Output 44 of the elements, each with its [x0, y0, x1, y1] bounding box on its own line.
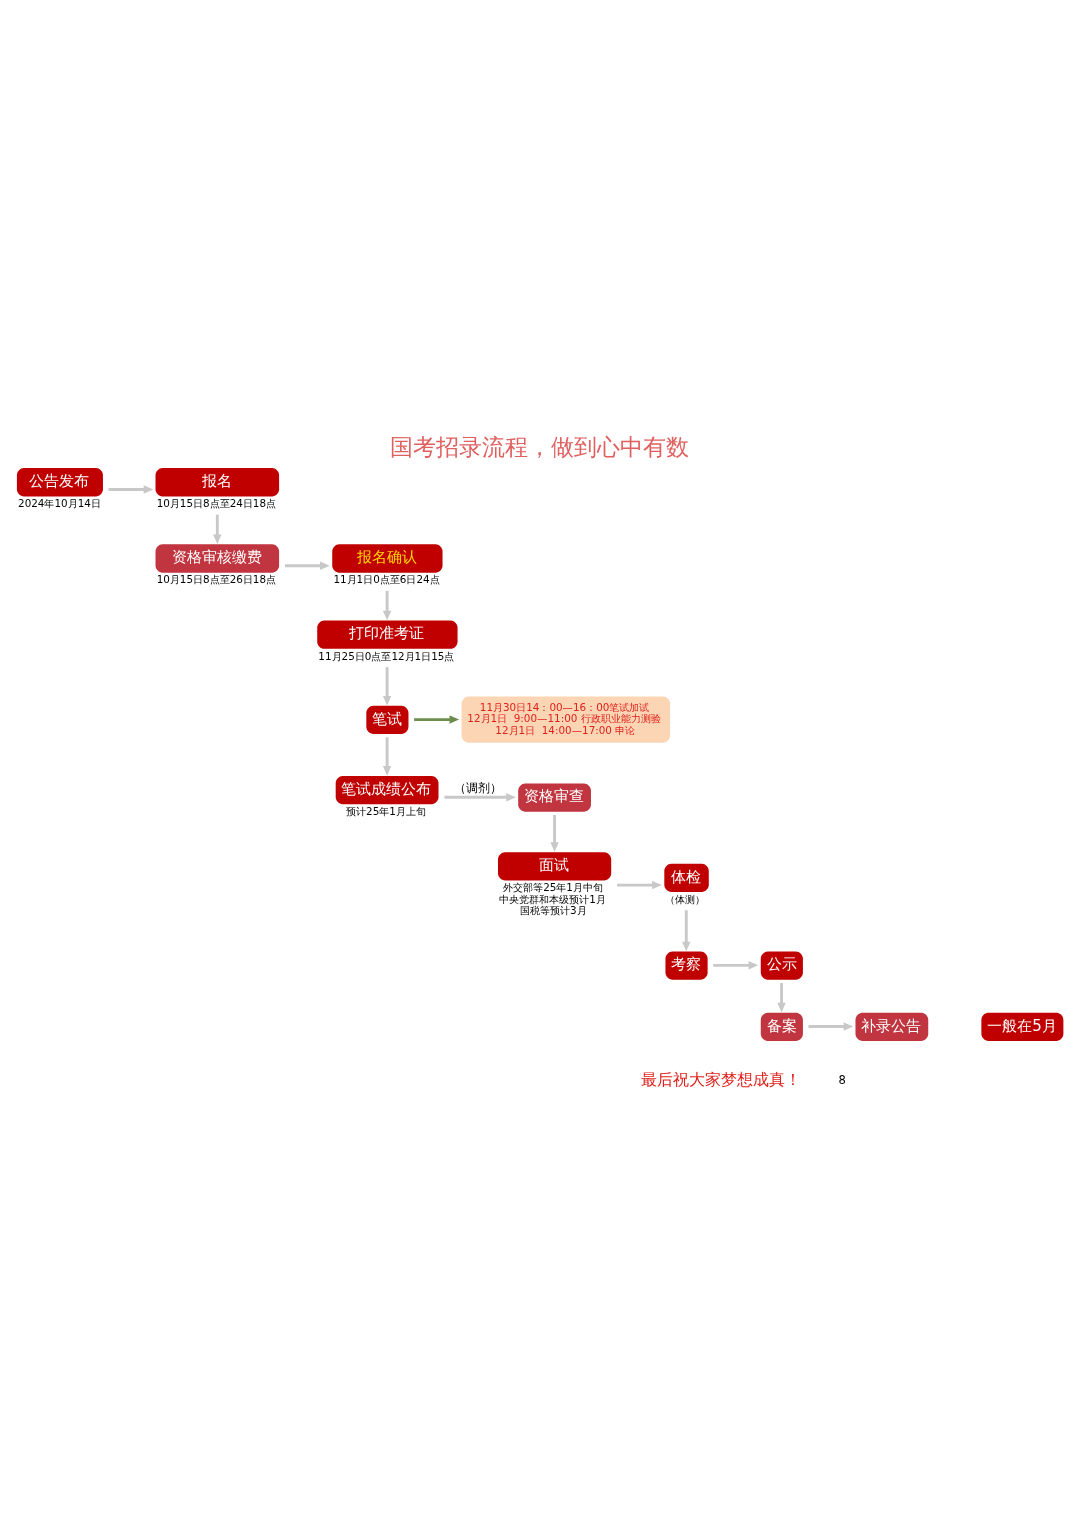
- diagram-title: 国考招录流程，做到心中有数: [390, 434, 690, 461]
- node-box: 公示: [760, 951, 803, 980]
- node-label: 10月15日8点至24日18点: [156, 497, 277, 510]
- node-label: 预计25年1月上旬: [346, 804, 426, 817]
- node-label: （体测）: [665, 892, 706, 905]
- node-box: 体检: [664, 863, 709, 892]
- arrow: [713, 961, 759, 970]
- arrow: [382, 590, 392, 621]
- node-box: 报名: [155, 468, 280, 497]
- node-label: 10月15日8点至26日18点: [156, 573, 277, 586]
- node-box: 打印准考证: [317, 620, 458, 649]
- arrow: [808, 1022, 854, 1031]
- node-label: 2024年10月14日: [18, 497, 101, 510]
- node-label: 外交部等25年1月中旬: [503, 881, 603, 894]
- node-box: 公告发布: [16, 468, 103, 497]
- node-box: 面试: [498, 852, 612, 881]
- arrow: [382, 737, 392, 776]
- arrow: [284, 561, 330, 570]
- arrow: [382, 667, 392, 706]
- node-box: 笔试成绩公布: [335, 775, 439, 805]
- node-label: 11月1日0点至6日24点: [333, 573, 440, 586]
- node-box: 笔试: [366, 705, 409, 735]
- arrow: [108, 485, 154, 494]
- arrow: [682, 910, 691, 952]
- node-label: 11月25日0点至12月1日15点: [318, 649, 455, 662]
- node-box: 11月30日14：00—16：00笔试加试 12月1日 9:00—11:00 行政职业能力测验 12月1日 14:00—17:00 申论: [461, 696, 671, 743]
- node-box: 补录公告: [855, 1012, 929, 1041]
- arrow: [414, 715, 460, 724]
- arrow: [213, 514, 222, 545]
- node-box: 备案: [760, 1012, 803, 1041]
- label: 8: [838, 1073, 846, 1088]
- node-box: 资格审核缴费: [155, 544, 280, 573]
- node-label: 国税等预计3月: [519, 904, 587, 917]
- node-box: 考察: [665, 951, 708, 980]
- arrow: [777, 982, 786, 1013]
- edge-label: （调剂）: [454, 781, 503, 796]
- node-label: 中央党群和本级预计1月: [499, 892, 606, 905]
- arrow: [444, 793, 516, 802]
- arrow: [617, 880, 662, 890]
- node-box: 资格审查: [518, 783, 591, 812]
- node-box: 报名确认: [332, 544, 443, 573]
- caption: 最后祝大家梦想成真！: [640, 1070, 801, 1090]
- arrow: [550, 815, 559, 852]
- node-box: 一般在5月: [981, 1012, 1064, 1041]
